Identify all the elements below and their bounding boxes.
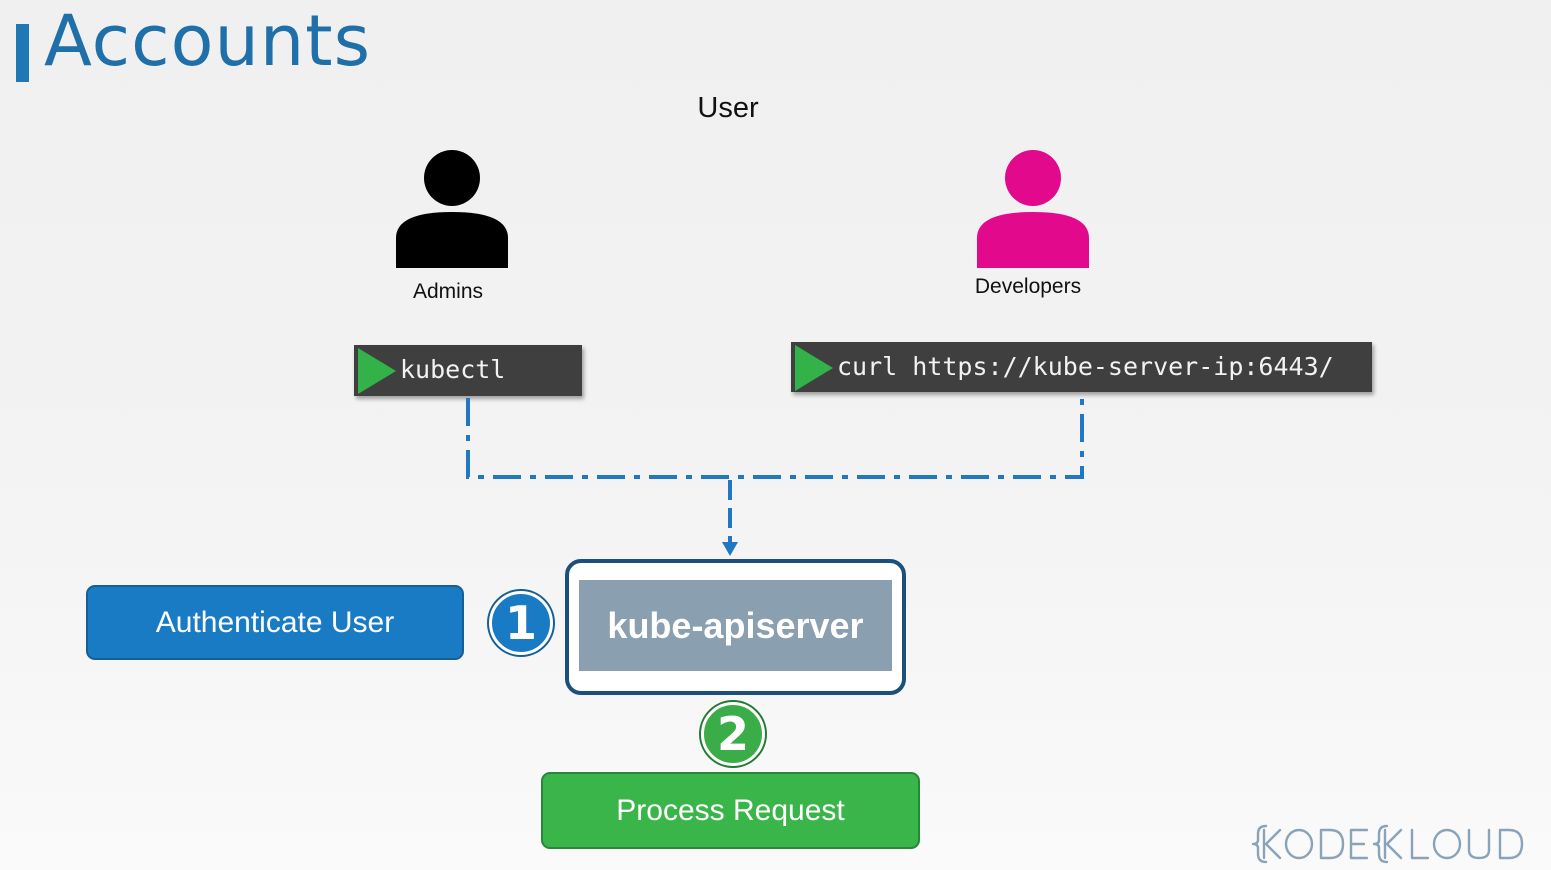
curl-command: curl https://kube-server-ip:6443/ [837, 352, 1334, 381]
play-icon [358, 348, 396, 394]
kubectl-terminal: kubectl [354, 345, 582, 396]
merge-line [466, 394, 1084, 479]
step-2-badge: 2 [701, 702, 765, 766]
title-accent-bar [16, 24, 29, 82]
kodekloud-logo [1251, 824, 1524, 864]
curl-terminal: curl https://kube-server-ip:6443/ [791, 342, 1372, 392]
slide-title: Accounts [44, 0, 372, 82]
kubectl-command: kubectl [400, 355, 506, 384]
user-heading: User [697, 92, 759, 124]
admins-label: Admins [412, 280, 484, 303]
authenticate-user-box: Authenticate User [86, 585, 464, 660]
kube-apiserver-box: kube-apiserver [579, 580, 892, 671]
admin-person-icon [396, 150, 508, 270]
process-request-box: Process Request [541, 772, 920, 849]
step-1-badge: 1 [489, 591, 553, 655]
play-icon [795, 345, 833, 391]
arrow-head-icon [722, 542, 738, 556]
developers-label: Developers [974, 275, 1082, 298]
developer-person-icon [977, 150, 1089, 270]
